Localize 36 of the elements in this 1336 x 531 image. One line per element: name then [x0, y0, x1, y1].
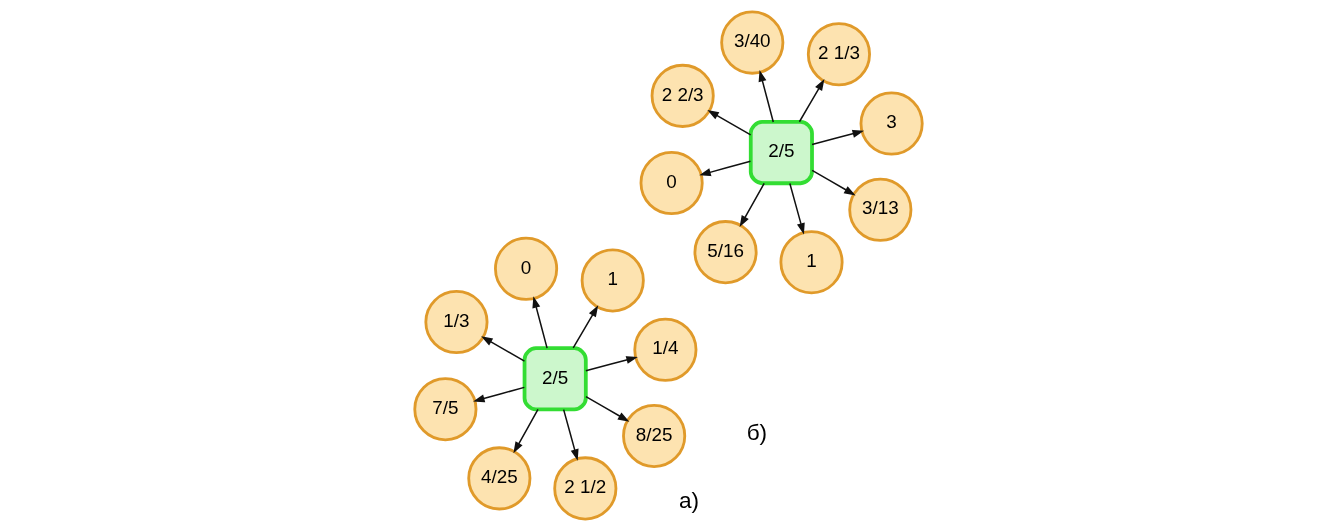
node-circle: 3/13 [847, 177, 912, 242]
node-circle: 5/16 [693, 220, 758, 285]
node-box: 2/5 [748, 120, 814, 186]
label: б) [746, 420, 767, 446]
node-circle: 1 [580, 248, 645, 313]
node-circle: 1/4 [632, 317, 697, 382]
node-circle: 0 [493, 236, 558, 301]
node-circle: 8/25 [621, 403, 686, 468]
arrow [531, 296, 548, 349]
arrow [512, 408, 539, 454]
arrow [810, 129, 864, 146]
arrow [584, 395, 629, 422]
node-circle: 2 1/3 [806, 22, 871, 87]
node-circle: 1/3 [423, 290, 488, 355]
arrow [571, 305, 598, 349]
node-circle: 0 [639, 150, 704, 216]
node-circle: 3/40 [719, 10, 784, 75]
node-circle: 2 2/3 [650, 63, 715, 128]
arrow [562, 408, 579, 461]
arrow [758, 70, 774, 123]
arrow [472, 386, 525, 403]
label: а) [678, 487, 699, 513]
arrow [480, 336, 525, 362]
node-circle: 2 1/2 [552, 456, 617, 521]
arrow [810, 169, 856, 196]
node-circle: 1 [778, 230, 844, 295]
arrow [698, 160, 751, 177]
node-circle: 4/25 [466, 446, 531, 511]
arrow [739, 182, 765, 228]
arrow [788, 182, 805, 235]
node-box: 2/5 [522, 346, 588, 412]
arrow [706, 110, 751, 136]
arrow [798, 79, 824, 123]
arrow [584, 356, 638, 372]
node-circle: 7/5 [412, 377, 477, 442]
node-circle: 3 [859, 91, 924, 156]
